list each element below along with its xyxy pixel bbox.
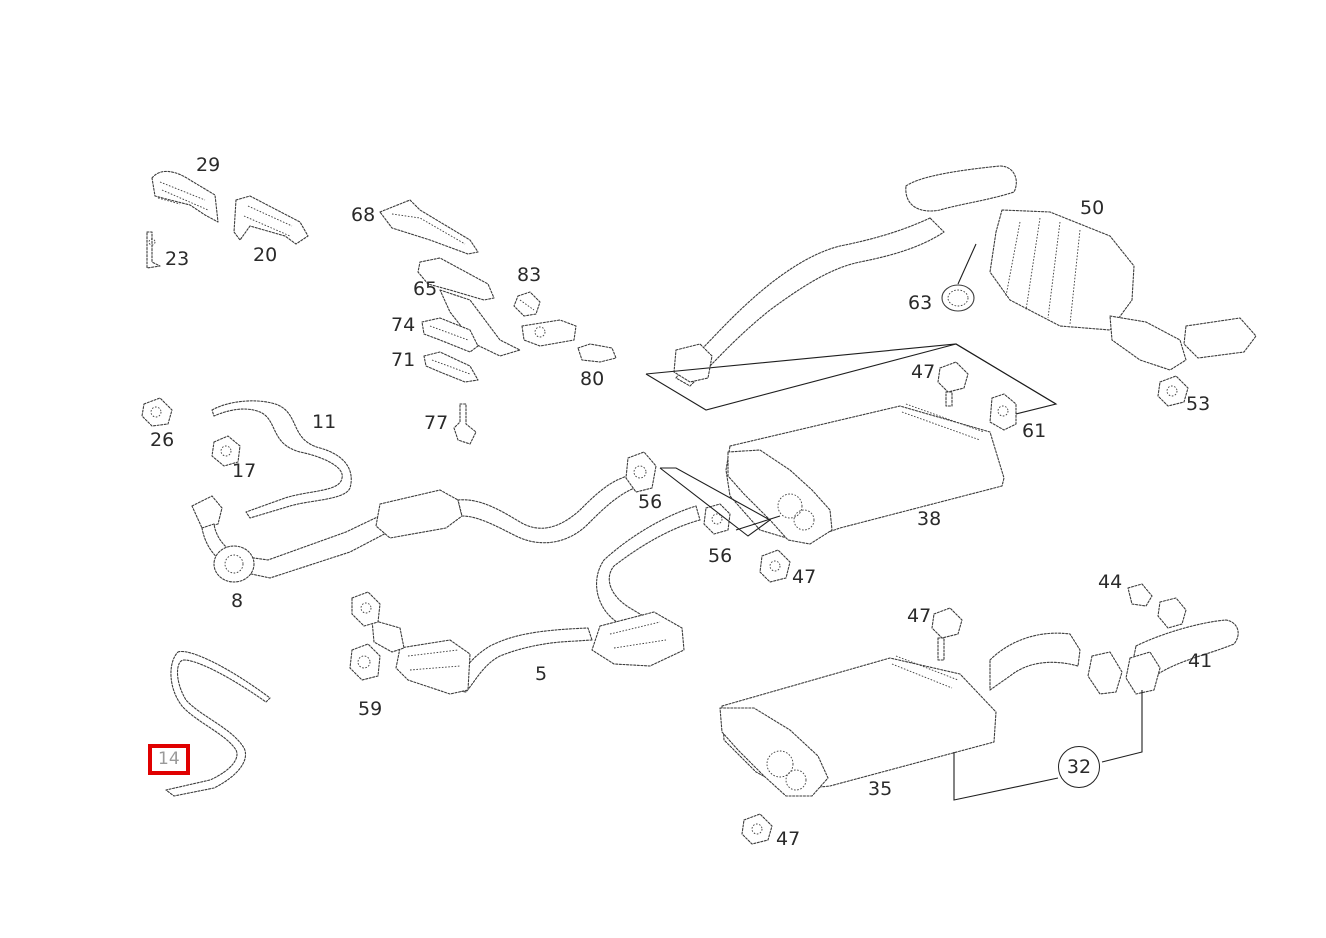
callout-56-lower[interactable]: 56 bbox=[708, 545, 733, 567]
part-tail-pipe-41 bbox=[1087, 619, 1239, 695]
callout-53[interactable]: 53 bbox=[1186, 393, 1211, 415]
part-bracket-65 bbox=[417, 257, 521, 357]
callout-83[interactable]: 83 bbox=[517, 264, 542, 286]
callout-68[interactable]: 68 bbox=[351, 204, 376, 226]
part-bolt-77 bbox=[453, 403, 477, 445]
callout-56-upper[interactable]: 56 bbox=[638, 491, 663, 513]
part-hanger-56b bbox=[703, 503, 731, 535]
part-mount-44 bbox=[1127, 583, 1187, 629]
callout-8[interactable]: 8 bbox=[231, 590, 244, 612]
callout-74[interactable]: 74 bbox=[391, 314, 416, 336]
part-hanger-68 bbox=[379, 199, 479, 255]
callout-29[interactable]: 29 bbox=[196, 154, 221, 176]
callout-5[interactable]: 5 bbox=[535, 663, 548, 685]
callout-38[interactable]: 38 bbox=[917, 508, 942, 530]
part-rubber-mount-47d bbox=[741, 813, 773, 845]
callout-47-bottom[interactable]: 47 bbox=[776, 828, 801, 850]
callout-47-upper[interactable]: 47 bbox=[911, 361, 936, 383]
part-rubber-mount-47a bbox=[937, 361, 969, 407]
callout-23[interactable]: 23 bbox=[165, 248, 190, 270]
callout-63[interactable]: 63 bbox=[908, 292, 933, 314]
part-clamp-83 bbox=[513, 291, 541, 317]
callout-80[interactable]: 80 bbox=[580, 368, 605, 390]
callout-11[interactable]: 11 bbox=[312, 411, 337, 433]
callout-59[interactable]: 59 bbox=[358, 698, 383, 720]
part-front-silencer-50 bbox=[673, 165, 1257, 387]
part-bracket-29 bbox=[151, 170, 219, 223]
part-rubber-mount-47c bbox=[931, 607, 963, 661]
callout-61[interactable]: 61 bbox=[1022, 420, 1047, 442]
callout-32-circled[interactable]: 32 bbox=[1058, 746, 1100, 788]
part-hanger-59 bbox=[349, 591, 381, 681]
callout-14-highlighted[interactable]: 14 bbox=[148, 744, 190, 775]
callout-17[interactable]: 17 bbox=[232, 460, 257, 482]
part-hanger-71 bbox=[423, 351, 479, 383]
part-rubber-mount-47b bbox=[759, 549, 791, 583]
part-rubber-mount-17 bbox=[211, 435, 241, 467]
part-bracket-20 bbox=[233, 195, 309, 245]
part-bolt-23 bbox=[146, 231, 161, 269]
part-sensor-cable-11 bbox=[211, 400, 352, 519]
part-mount-center bbox=[521, 319, 577, 347]
leader-lines bbox=[645, 243, 1143, 801]
part-nut-80 bbox=[577, 343, 617, 363]
part-sensor-wire-14 bbox=[165, 650, 271, 797]
part-rear-silencer-38 bbox=[725, 403, 1005, 545]
callout-41[interactable]: 41 bbox=[1188, 650, 1213, 672]
part-rubber-mount-53 bbox=[1157, 375, 1189, 407]
callout-26[interactable]: 26 bbox=[150, 429, 175, 451]
part-rubber-mount-26 bbox=[141, 397, 173, 427]
callout-50[interactable]: 50 bbox=[1080, 197, 1105, 219]
callout-35[interactable]: 35 bbox=[868, 778, 893, 800]
part-mid-pipe-5 bbox=[371, 505, 701, 695]
part-front-pipe-8 bbox=[191, 469, 649, 583]
part-rear-silencer-35 bbox=[719, 632, 1081, 797]
callout-65[interactable]: 65 bbox=[413, 278, 438, 300]
part-clamp-63 bbox=[941, 284, 975, 312]
callout-47-lower[interactable]: 47 bbox=[907, 605, 932, 627]
callout-44[interactable]: 44 bbox=[1098, 571, 1123, 593]
callout-71[interactable]: 71 bbox=[391, 349, 416, 371]
callout-47-mid[interactable]: 47 bbox=[792, 566, 817, 588]
part-hanger-56a bbox=[625, 451, 657, 493]
callout-20[interactable]: 20 bbox=[253, 244, 278, 266]
callout-77[interactable]: 77 bbox=[424, 412, 449, 434]
part-hanger-74 bbox=[421, 317, 479, 353]
part-hanger-61 bbox=[989, 393, 1017, 431]
